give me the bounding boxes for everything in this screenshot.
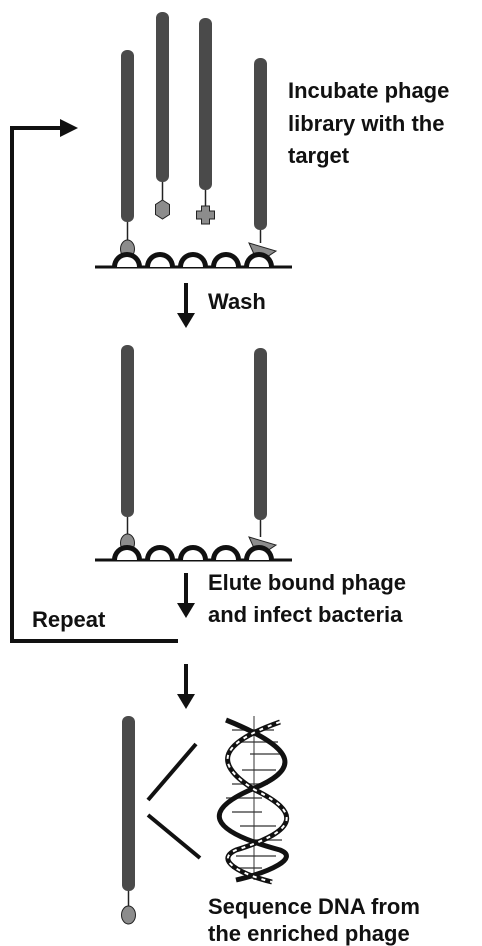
target-surface [95,546,292,560]
repeat-loop-arrow [12,119,178,641]
arrow-elute [177,573,195,618]
arrow-sequence [177,664,195,709]
phage-enriched [122,716,136,924]
elute-label: Elute bound phage and infect bacteria [208,570,412,627]
target-surface [95,253,292,267]
phage-bound-oval [121,50,135,258]
wash-label: Wash [208,289,266,314]
pointer-line-lower [148,815,200,858]
phage-hexagon [156,12,170,219]
pointer-line-upper [148,744,196,800]
stage-wash [95,345,292,560]
phage-bound-triangle [249,58,276,263]
incubate-label: Incubate phage library with the target [288,78,455,168]
phage-bound-oval [121,345,135,552]
phage-bound-triangle [249,348,276,557]
sequence-label: Sequence DNA from the enriched phage [208,894,426,946]
phage-cross [197,18,215,224]
dna-helix-icon [219,716,286,882]
arrow-wash [177,283,195,328]
stage-sequence [122,716,287,924]
stage-incubate: Incubate phage library with the target [95,12,455,267]
repeat-label: Repeat [32,607,106,632]
